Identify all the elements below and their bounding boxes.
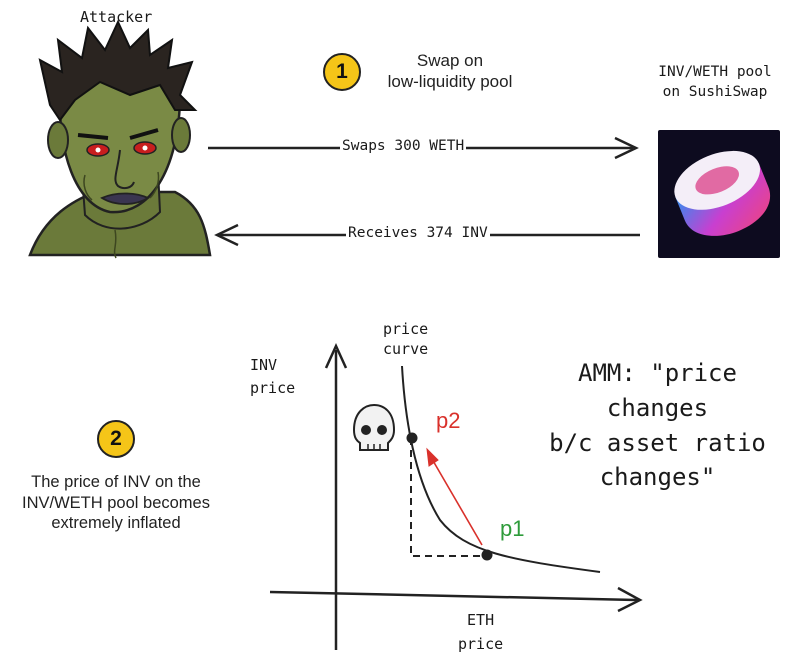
step-2-line1: The price of INV on the — [31, 473, 201, 491]
point-p1 — [481, 549, 493, 561]
x-axis-label-line2: price — [458, 635, 504, 653]
y-axis-arrowhead — [324, 342, 348, 369]
price-curve — [401, 365, 601, 573]
x-axis-arrowhead — [617, 586, 643, 613]
receive-arrow-label: Receives 374 INV — [346, 225, 490, 241]
skull-icon — [352, 403, 396, 451]
y-axis-label: INV price — [250, 354, 295, 401]
step-2-badge: 2 — [97, 420, 135, 458]
y-axis-label-line1: INV — [250, 356, 278, 374]
curve-label: price curve — [383, 320, 428, 359]
step-2-text: The price of INV on the INV/WETH pool be… — [0, 472, 232, 534]
price-move-arrow — [431, 458, 483, 546]
attacker-label: Attacker — [80, 8, 153, 26]
p2-label: p2 — [436, 408, 461, 433]
amm-note: AMM: "price changes b/c asset ratio chan… — [525, 356, 790, 495]
point-p2 — [406, 432, 418, 444]
curve-label-line1: price — [383, 320, 429, 338]
step-1-badge: 1 — [323, 53, 361, 91]
swap-arrow-label: Swaps 300 WETH — [340, 138, 467, 154]
pool-label-line2: on SushiSwap — [662, 84, 768, 101]
price-move-arrowhead — [426, 447, 439, 467]
step-1-line2: low-liquidity pool — [387, 72, 513, 92]
amm-note-line2: b/c asset ratio — [549, 428, 766, 457]
amm-note-line3: changes" — [599, 463, 716, 492]
step-1-line1: Swap on — [416, 51, 484, 70]
amm-note-line1: AMM: "price changes — [578, 359, 737, 422]
pool-label: INV/WETH pool on SushiSwap — [640, 62, 790, 103]
p1-label: p1 — [500, 516, 525, 541]
y-axis-label-line2: price — [250, 379, 296, 398]
x-axis-label: ETH price — [458, 608, 503, 656]
dashed-guide — [410, 438, 487, 557]
curve-label-line2: curve — [383, 339, 429, 358]
step-2-line2: INV/WETH pool becomes — [22, 493, 210, 512]
x-axis — [269, 590, 639, 602]
x-axis-label-line1: ETH — [467, 611, 495, 629]
step-2-line3: extremely inflated — [51, 514, 181, 533]
step-1-text: Swap on low-liquidity pool — [375, 50, 525, 93]
pool-label-line1: INV/WETH pool — [658, 64, 772, 80]
